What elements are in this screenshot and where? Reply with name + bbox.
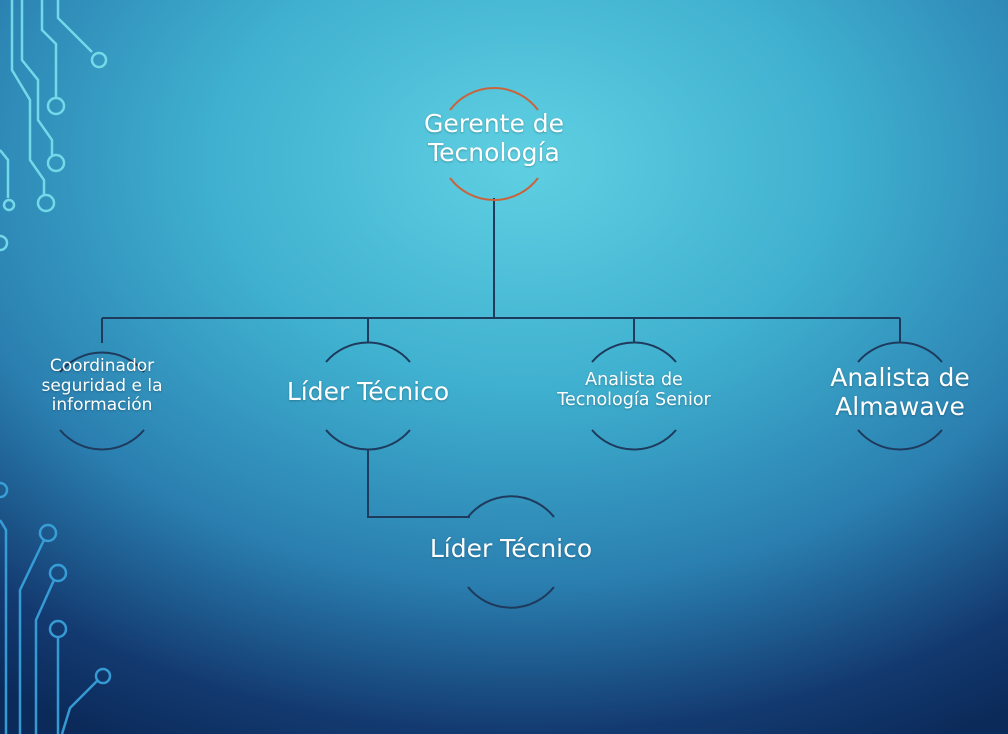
node-analista-senior-line1: Analista de	[585, 370, 683, 390]
node-almawave-arc-top	[857, 341, 943, 363]
node-senior-arc-bottom	[591, 429, 677, 451]
node-coordinador-arc-bottom	[59, 429, 145, 451]
connector-lines	[101, 198, 901, 518]
node-root-line2: Tecnología	[428, 137, 560, 167]
node-subordinate-lider: Líder Técnico	[401, 534, 621, 564]
node-senior-arc-top	[591, 341, 677, 363]
node-arcs	[59, 341, 943, 609]
node-subordinate-arc-top	[467, 495, 555, 518]
node-almawave-arc-bottom	[857, 429, 943, 451]
node-lider-arc-bottom	[325, 429, 411, 451]
node-root-line1: Gerente de	[423, 109, 565, 138]
node-analista-senior: Analista de Tecnología Senior	[524, 370, 744, 410]
node-lider-tecnico: Líder Técnico	[258, 377, 478, 407]
node-subordinate-lider-line1: Líder Técnico	[429, 534, 593, 563]
node-coordinador-line2: seguridad e la	[41, 375, 163, 396]
node-coordinador-line1: Coordinador	[49, 356, 155, 376]
node-lider-arc-top	[325, 341, 411, 363]
node-root: Gerente de Tecnología	[384, 109, 604, 168]
node-subordinate-arc-bottom	[467, 586, 555, 609]
node-analista-almawave-line1: Analista de	[830, 363, 970, 392]
connector-lider-to-subordinate	[367, 450, 470, 518]
node-analista-almawave: Analista de Almawave	[790, 363, 1008, 422]
node-coordinador-arc-top	[59, 351, 145, 373]
node-coordinador: Coordinador seguridad e la información	[2, 356, 202, 416]
node-coordinador-line3: información	[51, 395, 153, 416]
circuit-decoration-top	[0, 0, 108, 252]
node-analista-senior-line2: Tecnología Senior	[557, 390, 711, 411]
circuit-decoration-bottom	[0, 481, 112, 734]
node-lider-tecnico-line1: Líder Técnico	[286, 377, 450, 406]
node-root-arcs	[449, 87, 539, 201]
node-analista-almawave-line2: Almawave	[835, 391, 965, 421]
